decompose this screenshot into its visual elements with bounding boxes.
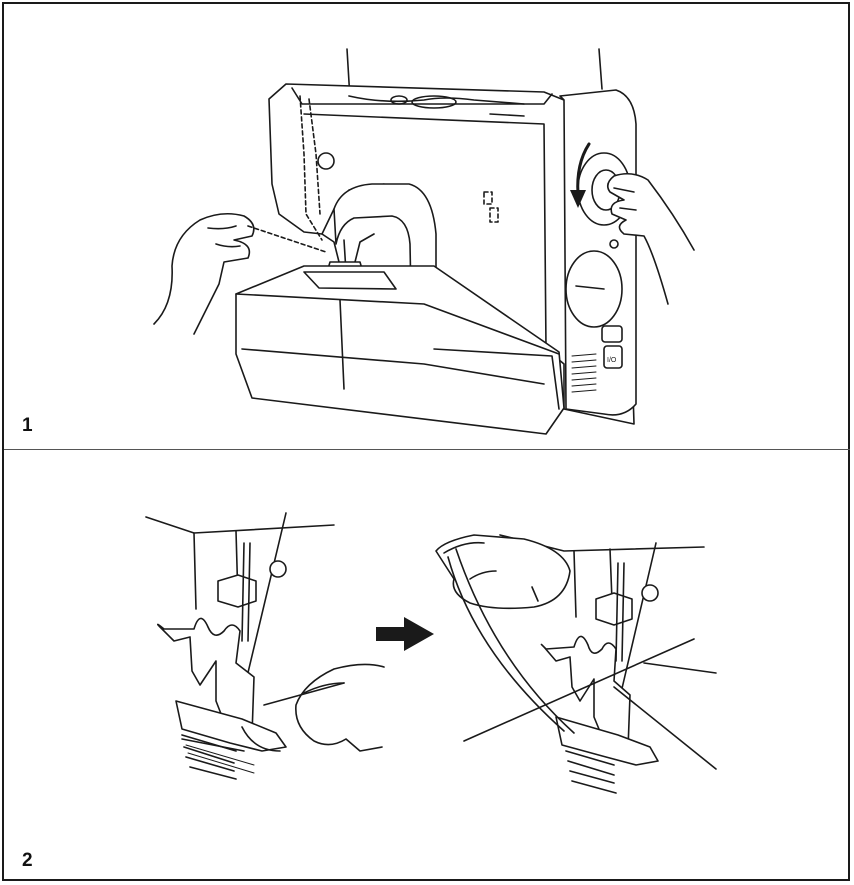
step-number: 2 [22, 850, 33, 871]
presser-foot-illustration [145, 512, 717, 794]
step-1-panel: I/O 1 [4, 4, 850, 449]
sewing-machine-illustration: I/O [153, 48, 695, 435]
step-number: 1 [22, 415, 33, 436]
before-presser-foot-figure [145, 512, 385, 780]
step-2-panel: 2 [4, 451, 850, 879]
right-arrow-icon [376, 617, 434, 651]
after-presser-foot-figure [435, 534, 717, 794]
panel-divider [4, 449, 850, 450]
svg-text:I/O: I/O [607, 357, 617, 364]
